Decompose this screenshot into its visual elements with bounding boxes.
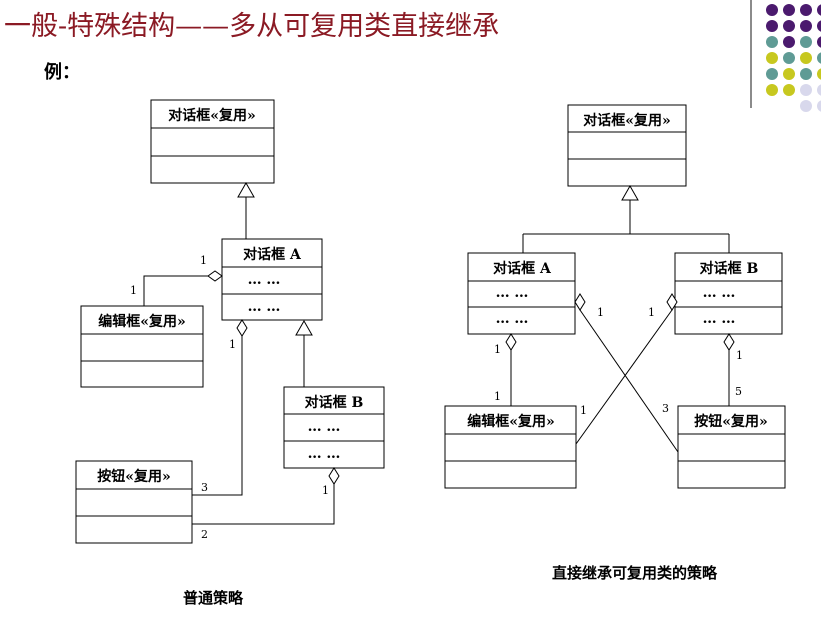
class-right-dialog-a xyxy=(467,252,576,335)
decor-dot xyxy=(817,84,821,96)
class-op-left-dialog-a: … … xyxy=(248,299,281,315)
generalization-left-b xyxy=(295,319,313,387)
class-name-right-editbox: 编辑框«复用» xyxy=(467,413,555,430)
multiplicity-left-a-edit-part: 1 xyxy=(130,284,137,297)
caption-left: 普通策略 xyxy=(183,589,244,607)
decor-dot xyxy=(800,100,812,112)
class-name-left-dialog-b: 对话框 B xyxy=(305,394,364,411)
multiplicity-left-b-button-part: 2 xyxy=(201,528,208,541)
class-op-right-dialog-a: … … xyxy=(496,311,529,327)
class-attr-left-dialog-a: … … xyxy=(248,272,281,288)
class-name-left-button: 按钮«复用» xyxy=(97,468,171,485)
class-name-left-dialog-reuse: 对话框«复用» xyxy=(168,107,256,124)
decor-dot xyxy=(783,52,795,64)
multiplicity-right-a-edit-part: 1 xyxy=(494,390,501,403)
class-left-dialog-a xyxy=(221,238,323,321)
generalization-right-tree xyxy=(522,184,730,253)
aggregation-left-a-button xyxy=(192,319,248,496)
decor-dot xyxy=(766,52,778,64)
class-left-dialog-reuse xyxy=(150,99,275,184)
class-op-left-dialog-b: … … xyxy=(308,446,341,462)
class-right-dialog-b xyxy=(674,252,783,335)
multiplicity-right-b-button-whole: 1 xyxy=(736,349,743,362)
multiplicity-right-a-button-whole: 1 xyxy=(597,306,604,319)
decor-dot xyxy=(800,20,812,32)
class-name-right-dialog-reuse: 对话框«复用» xyxy=(583,112,671,129)
decor-dot xyxy=(800,36,812,48)
aggregation-left-b-button xyxy=(192,467,340,525)
decor-dot xyxy=(817,52,821,64)
decor-dot xyxy=(783,84,795,96)
decor-dot xyxy=(800,68,812,80)
class-name-right-dialog-a: 对话框 A xyxy=(493,260,552,277)
class-op-right-dialog-b: … … xyxy=(703,311,736,327)
decor-dot xyxy=(783,36,795,48)
class-name-right-dialog-b: 对话框 B xyxy=(700,260,759,277)
multiplicity-right-b-edit-whole: 1 xyxy=(648,306,655,319)
class-name-right-button: 按钮«复用» xyxy=(694,413,768,430)
decor-dot xyxy=(783,68,795,80)
multiplicity-right-a-button-part: 3 xyxy=(662,402,669,415)
decor-divider xyxy=(750,0,752,108)
caption-right: 直接继承可复用类的策略 xyxy=(552,564,718,582)
aggregation-right-b-button xyxy=(723,333,735,406)
aggregation-right-a-button xyxy=(574,293,679,453)
decor-dot xyxy=(766,20,778,32)
decor-dot xyxy=(766,4,778,16)
class-left-button xyxy=(75,460,193,544)
decor-dot xyxy=(800,4,812,16)
decor-dot xyxy=(817,100,821,112)
decor-dot xyxy=(817,20,821,32)
decor-dot xyxy=(800,84,812,96)
multiplicity-right-a-edit-whole: 1 xyxy=(494,343,501,356)
class-right-button xyxy=(677,405,786,489)
multiplicity-left-a-button-part: 3 xyxy=(201,481,208,494)
class-name-left-dialog-a: 对话框 A xyxy=(243,246,302,263)
multiplicity-right-b-edit-part: 1 xyxy=(580,404,587,417)
aggregation-right-b-editbox xyxy=(575,293,678,445)
class-name-left-editbox: 编辑框«复用» xyxy=(98,313,186,330)
multiplicity-left-a-edit-whole: 1 xyxy=(200,254,207,267)
class-attr-right-dialog-b: … … xyxy=(703,285,736,301)
class-attr-right-dialog-a: … … xyxy=(496,285,529,301)
multiplicity-right-b-button-part: 5 xyxy=(735,385,742,398)
decor-dot xyxy=(817,68,821,80)
multiplicity-left-a-button-whole: 1 xyxy=(229,338,236,351)
decor-dot xyxy=(817,4,821,16)
aggregation-right-a-editbox xyxy=(505,333,517,406)
class-right-editbox xyxy=(444,405,577,489)
class-left-editbox xyxy=(80,305,204,388)
decor-dot xyxy=(817,36,821,48)
decor-dot xyxy=(766,84,778,96)
example-label: 例： xyxy=(44,62,80,83)
slide-title: 一般-特殊结构——多从可复用类直接继承 xyxy=(4,11,500,42)
generalization-left-a xyxy=(237,181,255,239)
decor-dot xyxy=(800,52,812,64)
class-right-dialog-reuse xyxy=(567,104,687,187)
aggregation-left-a-editbox xyxy=(143,270,223,306)
decor-dot xyxy=(783,4,795,16)
decor-dot xyxy=(766,36,778,48)
multiplicity-left-b-button-whole: 1 xyxy=(322,484,329,497)
class-attr-left-dialog-b: … … xyxy=(308,419,341,435)
class-left-dialog-b xyxy=(283,386,385,469)
decor-dot xyxy=(766,68,778,80)
decor-dot xyxy=(783,20,795,32)
